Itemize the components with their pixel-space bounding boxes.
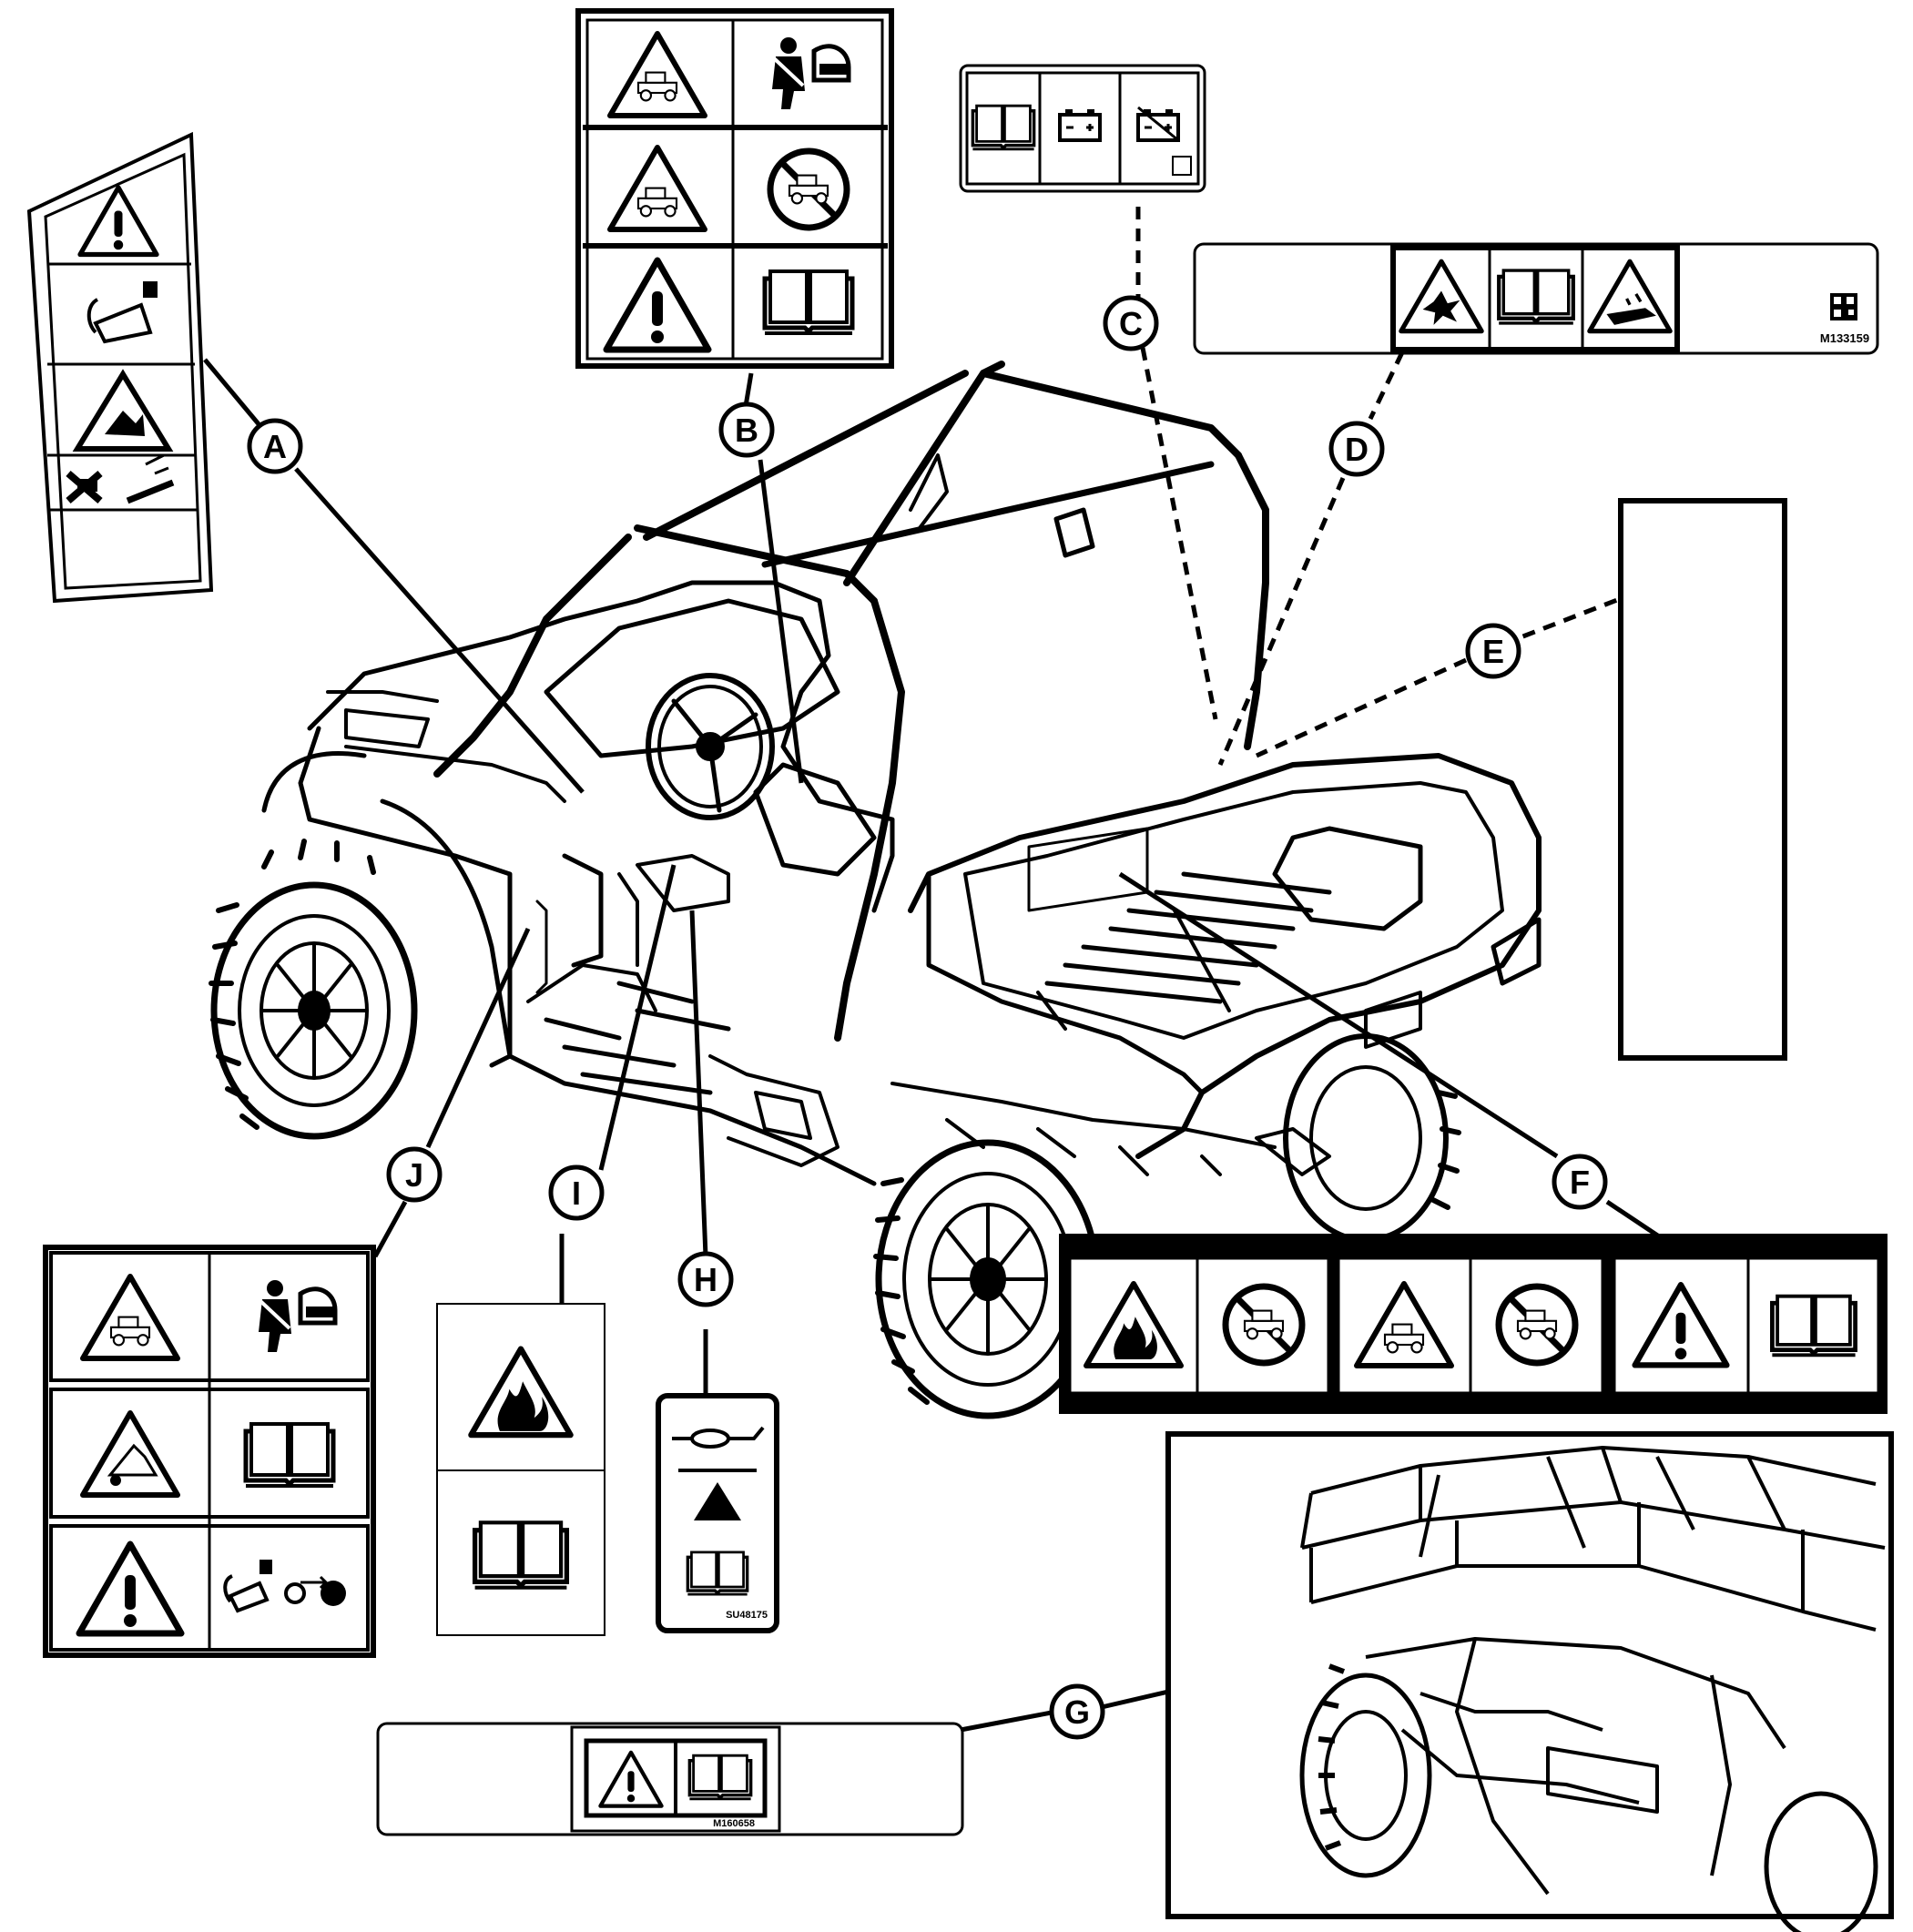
svg-text:J: J: [405, 1156, 423, 1194]
decal-a: [26, 131, 214, 604]
operator-manual-icon: [246, 1424, 333, 1486]
qr-code-icon: [1830, 293, 1857, 320]
callout-f: F: [1552, 1154, 1608, 1210]
callout-b: B: [718, 402, 775, 458]
operator-manual-icon: [1772, 1296, 1855, 1356]
decal-g-inset: [1165, 1431, 1894, 1932]
decal-j: [43, 1245, 376, 1658]
cargo-box: [908, 753, 1542, 1159]
operator-manual-icon: [765, 271, 852, 333]
front-left-wheel: [209, 839, 418, 1140]
decal-e: [1618, 498, 1787, 1061]
operator-manual-icon: [475, 1522, 567, 1587]
decal-c: [959, 64, 1206, 193]
svg-text:E: E: [1482, 633, 1504, 670]
decal-b: [575, 8, 894, 369]
callout-d: D: [1328, 421, 1385, 477]
key-remove-icon: [284, 1575, 346, 1606]
svg-text:H: H: [694, 1261, 717, 1298]
svg-text:F: F: [1570, 1164, 1590, 1201]
callout-h: H: [677, 1251, 734, 1307]
decal-d: M133159: [1193, 242, 1879, 355]
decal-g: M160658: [376, 1722, 964, 1836]
callout-i: I: [548, 1164, 605, 1221]
no-passenger-icon: [1499, 1286, 1575, 1363]
callout-labels: A B C D E F G H I J: [247, 295, 1608, 1740]
key-remove-icon: [66, 453, 175, 504]
operator-manual-icon: [686, 1551, 749, 1596]
svg-text:A: A: [263, 428, 287, 465]
svg-text:C: C: [1119, 305, 1143, 342]
pinch-hazard-icon: [72, 369, 174, 452]
fuel-cap-icon: [223, 1560, 272, 1613]
callout-a: A: [247, 418, 303, 474]
callout-g: G: [1049, 1683, 1105, 1740]
svg-text:D: D: [1345, 431, 1369, 468]
decal-f: [1059, 1234, 1888, 1414]
rollover-icon: [83, 1413, 178, 1495]
no-passenger-icon: [770, 151, 847, 228]
decal-g-part-number: M160658: [713, 1818, 755, 1829]
acid-burn-icon: [1590, 261, 1670, 331]
callout-j: J: [386, 1146, 443, 1203]
decal-d-part-number: M133159: [1820, 331, 1869, 345]
callout-e: E: [1465, 623, 1521, 679]
operator-manual-icon: [687, 1754, 753, 1801]
rear-left-wheel: [1283, 1033, 1461, 1243]
fuel-cap-icon: [86, 281, 158, 344]
decal-h: SU48175: [656, 1393, 779, 1633]
decal-i: [436, 1303, 605, 1636]
svg-text:I: I: [572, 1174, 581, 1212]
explosion-hazard-icon: [1401, 261, 1481, 331]
hot-surface-icon: [694, 1482, 741, 1520]
svg-text:G: G: [1064, 1693, 1090, 1731]
battery-icon: [1058, 107, 1102, 142]
svg-text:B: B: [735, 412, 758, 449]
operator-manual-icon: [1499, 270, 1573, 323]
battery-icon: [1136, 106, 1180, 142]
decal-h-part-number: SU48175: [726, 1610, 768, 1621]
callout-c: C: [1103, 295, 1159, 351]
hot-muffler-icon: [672, 1426, 765, 1449]
no-riding-cargo-icon: [1226, 1286, 1302, 1363]
operator-manual-icon: [971, 104, 1036, 151]
